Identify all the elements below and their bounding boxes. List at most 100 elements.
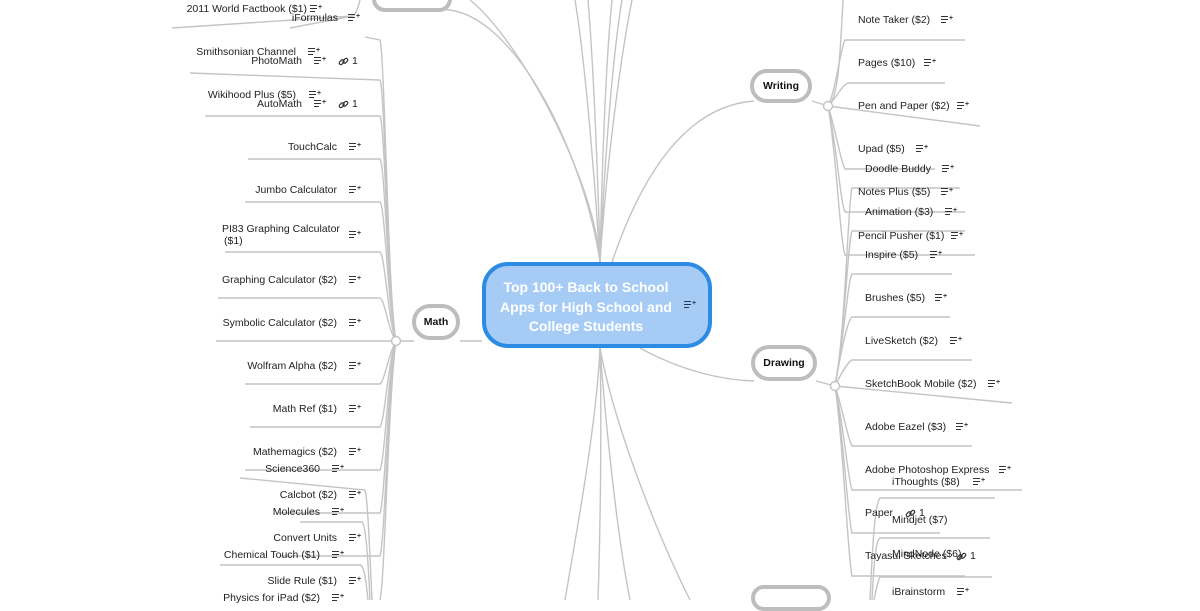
branch-mind-mapping[interactable] xyxy=(751,585,831,611)
note-icon[interactable]: + xyxy=(941,15,953,25)
topic-iformulas[interactable]: iFormulas xyxy=(291,12,338,24)
link-icon xyxy=(956,552,967,560)
topic-science360[interactable]: Science360 xyxy=(265,463,320,475)
topic-tayasui-sketches[interactable]: Tayasui Sketches xyxy=(865,550,947,562)
topic-mathemagics[interactable]: Mathemagics ($2) xyxy=(252,446,337,458)
note-icon[interactable]: + xyxy=(349,230,361,240)
topic-ithoughts[interactable]: iThoughts ($8) xyxy=(892,476,960,488)
note-icon[interactable]: + xyxy=(935,293,947,303)
note-icon[interactable]: + xyxy=(950,336,962,346)
topic-adobe-eazel[interactable]: Adobe Eazel ($3) xyxy=(865,421,947,433)
topic-touchcalc[interactable]: TouchCalc xyxy=(287,141,337,153)
note-icon[interactable]: + xyxy=(332,464,344,474)
branch-drawing-label: Drawing xyxy=(763,357,805,369)
topic-photomath[interactable]: PhotoMath xyxy=(251,55,302,67)
note-icon[interactable]: + xyxy=(349,576,361,586)
link-count-value: 1 xyxy=(919,507,925,519)
note-icon[interactable]: + xyxy=(332,507,344,517)
note-icon[interactable]: + xyxy=(309,90,321,100)
note-icon[interactable]: + xyxy=(924,58,936,68)
note-icon[interactable]: + xyxy=(942,164,954,174)
note-icon[interactable]: + xyxy=(999,465,1011,475)
note-icon[interactable]: + xyxy=(314,56,326,66)
topic-smithsonian-channel[interactable]: Smithsonian Channel xyxy=(196,46,296,58)
root-topic[interactable]: Top 100+ Back to School Apps for High Sc… xyxy=(482,262,712,348)
branch-writing[interactable]: Writing xyxy=(750,69,812,103)
topic-mindjet[interactable]: Mindjet ($7) xyxy=(892,514,948,526)
topic-ibrainstorm[interactable]: iBrainstorm xyxy=(892,586,946,598)
topic-doodle-buddy[interactable]: Doodle Buddy xyxy=(865,163,931,175)
note-icon[interactable]: + xyxy=(349,142,361,152)
topic-molecules[interactable]: Molecules xyxy=(272,506,320,518)
topic-world-factbook[interactable]: 2011 World Factbook ($1) xyxy=(186,3,307,15)
topic-math-ref[interactable]: Math Ref ($1) xyxy=(272,403,337,415)
topic-upad[interactable]: Upad ($5) xyxy=(858,143,905,155)
topic-chemical-touch[interactable]: Chemical Touch ($1) xyxy=(223,549,320,561)
topic-jumbo-calculator[interactable]: Jumbo Calculator xyxy=(255,184,337,196)
note-icon[interactable]: + xyxy=(332,550,344,560)
branch-math[interactable]: Math xyxy=(412,304,460,340)
note-icon[interactable]: + xyxy=(988,379,1000,389)
note-icon[interactable]: + xyxy=(308,47,320,57)
note-icon[interactable]: + xyxy=(349,533,361,543)
link-count[interactable]: 1 xyxy=(338,98,358,110)
branch-reference[interactable] xyxy=(372,0,452,12)
link-count[interactable]: 1 xyxy=(905,507,925,519)
topic-brushes[interactable]: Brushes ($5) xyxy=(865,292,926,304)
topic-mindnode[interactable]: MindNode ($6) xyxy=(892,548,962,560)
branch-math-label: Math xyxy=(423,316,449,328)
note-icon[interactable]: + xyxy=(349,447,361,457)
topic-automath[interactable]: AutoMath xyxy=(257,98,302,110)
topic-wikihood-plus[interactable]: Wikihood Plus ($5) xyxy=(207,89,296,101)
topic-adobe-photoshop-express[interactable]: Adobe Photoshop Express xyxy=(865,464,990,476)
topic-sketchbook-mobile[interactable]: SketchBook Mobile ($2) xyxy=(865,378,977,390)
branch-drawing[interactable]: Drawing xyxy=(751,345,817,381)
note-icon[interactable]: + xyxy=(349,490,361,500)
note-icon[interactable]: + xyxy=(349,318,361,328)
note-icon[interactable]: + xyxy=(930,250,942,260)
topic-note-taker[interactable]: Note Taker ($2) xyxy=(858,14,931,26)
note-icon[interactable]: + xyxy=(314,99,326,109)
note-icon[interactable]: + xyxy=(957,587,969,597)
branch-writing-label: Writing xyxy=(763,80,799,92)
topic-convert-units[interactable]: Convert Units xyxy=(273,532,337,544)
note-icon[interactable]: + xyxy=(348,13,360,23)
link-count[interactable]: 1 xyxy=(956,550,976,562)
note-icon[interactable]: + xyxy=(684,300,696,310)
link-count-value: 1 xyxy=(352,98,358,110)
note-icon[interactable]: + xyxy=(349,361,361,371)
note-icon[interactable]: + xyxy=(941,187,953,197)
link-icon xyxy=(338,100,349,108)
topic-physics-for-ipad[interactable]: Physics for iPad ($2) xyxy=(223,592,320,604)
note-icon[interactable]: + xyxy=(957,101,969,111)
note-icon[interactable]: + xyxy=(310,4,322,14)
topic-animation[interactable]: Animation ($3) xyxy=(865,206,934,218)
topic-notes-plus[interactable]: Notes Plus ($5) xyxy=(858,186,931,198)
link-count-value: 1 xyxy=(352,55,358,67)
topic-wolfram-alpha[interactable]: Wolfram Alpha ($2) xyxy=(247,360,337,372)
note-icon[interactable]: + xyxy=(349,404,361,414)
note-icon[interactable]: + xyxy=(945,207,957,217)
note-icon[interactable]: + xyxy=(332,593,344,603)
topic-pi83-price: ($1) xyxy=(224,235,243,247)
root-title: Top 100+ Back to School Apps for High Sc… xyxy=(500,279,672,334)
note-icon[interactable]: + xyxy=(349,275,361,285)
topic-pi83-graphing-calculator[interactable]: PI83 Graphing Calculator xyxy=(222,223,340,235)
topic-livesketch[interactable]: LiveSketch ($2) xyxy=(865,335,938,347)
link-count-value: 1 xyxy=(970,550,976,562)
note-icon[interactable]: + xyxy=(956,422,968,432)
note-icon[interactable]: + xyxy=(973,477,985,487)
topic-graphing-calculator[interactable]: Graphing Calculator ($2) xyxy=(222,274,337,286)
topic-symbolic-calculator[interactable]: Symbolic Calculator ($2) xyxy=(222,317,337,329)
topic-pen-and-paper[interactable]: Pen and Paper ($2) xyxy=(858,100,950,112)
link-count[interactable]: 1 xyxy=(338,55,358,67)
topic-pages[interactable]: Pages ($10) xyxy=(858,57,916,69)
note-icon[interactable]: + xyxy=(349,185,361,195)
topic-calcbot[interactable]: Calcbot ($2) xyxy=(279,489,337,501)
topic-paper[interactable]: Paper xyxy=(865,507,894,519)
note-icon[interactable]: + xyxy=(951,231,963,241)
topic-inspire[interactable]: Inspire ($5) xyxy=(865,249,919,261)
note-icon[interactable]: + xyxy=(916,144,928,154)
topic-slide-rule[interactable]: Slide Rule ($1) xyxy=(267,575,337,587)
topic-pencil-pusher[interactable]: Pencil Pusher ($1) xyxy=(858,230,945,242)
